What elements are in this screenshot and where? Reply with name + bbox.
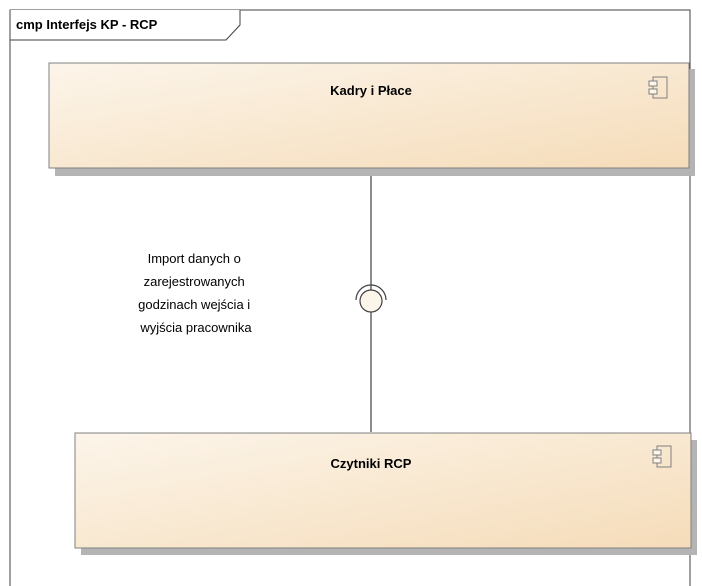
component-box — [48, 62, 690, 169]
frame-title: cmp Interfejs KP - RCP — [16, 17, 158, 32]
interface-label: Import danych o zarejestrowanych godzina… — [138, 251, 254, 335]
component-icon — [648, 76, 668, 99]
interface-ball — [359, 289, 383, 313]
interface-ball-socket[interactable] — [355, 284, 387, 313]
component-name: Kadry i Płace — [330, 83, 412, 98]
interface-socket — [355, 284, 387, 301]
component-icon — [652, 445, 672, 468]
frame-title-tab — [9, 10, 241, 41]
component-kadry-i-place[interactable]: Kadry i Płace — [48, 62, 695, 176]
component-box — [74, 432, 692, 549]
component-czytniki-rcp[interactable]: Czytniki RCP — [74, 432, 697, 555]
diagram-frame: cmp Interfejs KP - RCP — [9, 9, 691, 586]
component-name: Czytniki RCP — [331, 456, 412, 471]
